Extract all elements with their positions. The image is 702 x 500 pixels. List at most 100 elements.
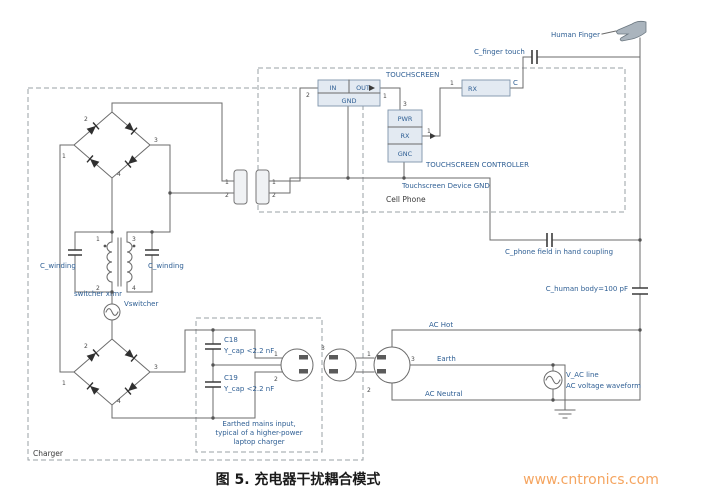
pin-number: 3 [154, 137, 158, 144]
touchscreen-dividers [317, 79, 381, 94]
mains-input-box [195, 317, 323, 453]
prong-icon [377, 355, 386, 360]
sine-icon [545, 375, 561, 385]
junction-dot [211, 328, 215, 332]
junction-dot [110, 290, 114, 294]
c18-label: C18 [224, 336, 238, 344]
rx-pin-c-label: C [513, 79, 518, 87]
junction-dot [551, 398, 555, 402]
junction-dot [168, 191, 172, 195]
polarity-dot [132, 244, 136, 248]
c-human-body-label: C_human body=100 pF [546, 285, 628, 293]
coupling-and-ac-wires [391, 30, 641, 419]
junction-dot [402, 176, 406, 180]
pin-number: 2 [367, 387, 371, 394]
mains-desc-line1: Earthed mains input, [222, 420, 295, 428]
capacitor-plates [68, 50, 648, 388]
connector-left [233, 169, 248, 205]
touchscreen-block: IN OUT GND TOUCHSCREEN 2 1 [306, 71, 439, 107]
primary-winding [106, 241, 113, 283]
pin-number: 3 [411, 356, 415, 363]
ctl-gnc-label: GNC [398, 150, 413, 158]
controller-rect [387, 109, 423, 163]
controller-dividers [387, 126, 423, 145]
controller-title: TOUCHSCREEN CONTROLLER [425, 161, 529, 169]
connector-right [255, 169, 270, 205]
figure-caption: 图 5. 充电器干扰耦合模式 [216, 471, 381, 488]
plug-circle [373, 346, 411, 384]
junction-dot [110, 230, 114, 234]
ac-neutral-label: AC Neutral [425, 390, 463, 398]
cell-phone-box [257, 67, 626, 213]
bridge-rectifier-top: 2 1 3 4 [62, 111, 158, 179]
pin-number: 2 [274, 376, 278, 383]
junction-dot [211, 416, 215, 420]
cellphone-wires [268, 87, 491, 194]
touchscreen-controller-block: PWR RX GNC TOUCHSCREEN CONTROLLER 3 1 [387, 101, 529, 169]
junction-dots [110, 176, 642, 420]
c-phone-field-label: C_phone field in hand coupling [505, 248, 613, 256]
pin-number: 1 [62, 153, 66, 160]
pin-number: 4 [132, 285, 136, 292]
pin-number: 3 [403, 101, 407, 108]
prong-icon [377, 369, 386, 374]
prong-icon [299, 369, 308, 374]
vac-line-label: V_AC line [566, 371, 599, 379]
pin-number: 1 [96, 236, 100, 243]
cell-phone-box-label: Cell Phone [386, 195, 426, 204]
rx-block: RX C 1 [450, 79, 518, 97]
pin-number: 3 [321, 345, 325, 352]
pin-number: 1 [427, 128, 431, 135]
watermark: www.cntronics.com [523, 472, 659, 488]
prong-icon [329, 355, 338, 360]
bridge-outline [73, 338, 151, 406]
c-winding-left-label: C_winding [40, 262, 76, 270]
c-winding-right-label: C_winding [148, 262, 184, 270]
pin-number: 2 [84, 116, 88, 123]
prong-icon [299, 355, 308, 360]
junction-dot [211, 363, 215, 367]
switcher-xfmr-label: switcher xfmr [74, 290, 122, 298]
hand-icon [616, 20, 647, 42]
device-gnd-label: Touchscreen Device GND [401, 182, 490, 190]
signal-arrow-icon [430, 133, 436, 139]
c19-value: Y_cap <2.2 nF [223, 385, 274, 393]
charger-box-label: Charger [33, 449, 64, 458]
pin-number: 1 [383, 93, 387, 100]
secondary-winding [126, 241, 133, 283]
junction-dot [150, 230, 154, 234]
charger-output-connector: 1 2 1 2 [225, 169, 276, 205]
vswitcher-label: Vswitcher [124, 300, 158, 308]
pin-number: 1 [225, 179, 229, 186]
socket-circle [323, 348, 357, 382]
plug-circle [280, 348, 314, 382]
ctl-rx-label: RX [401, 132, 411, 140]
mains-desc-line3: laptop charger [233, 438, 284, 446]
switcher-transformer: 1 3 2 4 switcher xfmr [74, 236, 136, 298]
rx-label: RX [468, 85, 478, 93]
human-finger-label: Human Finger [551, 31, 600, 39]
rx-rect [461, 79, 511, 97]
y-capacitors: C18 Y_cap <2.2 nF C19 Y_cap <2.2 nF [223, 336, 274, 393]
junction-dot [638, 238, 642, 242]
ts-in-label: IN [330, 84, 337, 92]
pin-number: 3 [132, 236, 136, 243]
core-lines [117, 237, 122, 287]
ts-out-label: OUT [356, 84, 370, 92]
pin-number: 1 [450, 80, 454, 87]
charger-box [27, 87, 364, 461]
pin-number: 1 [62, 380, 66, 387]
pin-number: 4 [117, 398, 121, 405]
c-finger-touch-label: C_finger touch [474, 48, 525, 56]
bridge-rectifier-bottom: 2 1 3 4 [62, 338, 158, 406]
pin-number: 2 [84, 343, 88, 350]
pin-number: 1 [274, 351, 278, 358]
earth-label: Earth [437, 355, 456, 363]
bridge-outline [73, 111, 151, 179]
pin-number: 2 [96, 285, 100, 292]
pin-number: 2 [225, 192, 229, 199]
pin-number: 1 [367, 351, 371, 358]
vswitcher-source: Vswitcher [103, 300, 158, 321]
